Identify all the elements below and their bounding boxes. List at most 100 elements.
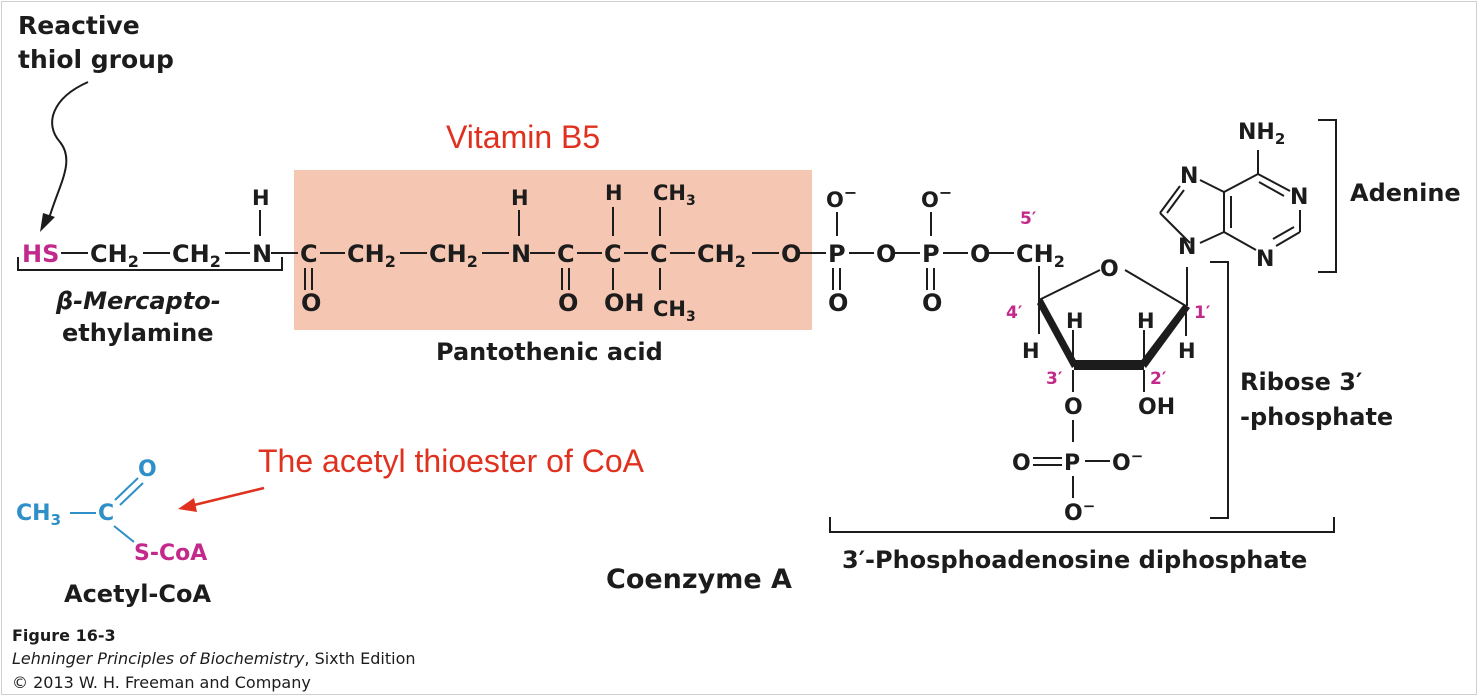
atom-o-minus: O− <box>1112 447 1143 476</box>
figure-source: Lehninger Principles of Biochemistry, Si… <box>12 649 416 668</box>
atom-n: N <box>1290 185 1308 210</box>
atom-oh: OH <box>604 289 645 317</box>
pantothenic-acid-highlight <box>294 170 812 330</box>
main-chain: HS CH2 CH2 N H C O CH2 CH2 N H C O C H O… <box>22 181 1065 325</box>
ribose-label-line2: -phosphate <box>1240 403 1393 431</box>
atom-h: H <box>1066 309 1084 333</box>
atom-o: O <box>781 240 801 268</box>
atom-c: C <box>98 501 114 526</box>
atom-p: P <box>1064 451 1080 476</box>
atom-h: H <box>511 186 529 210</box>
atom-c: C <box>300 240 318 268</box>
mercapto-label-line1: β-Mercapto- <box>55 287 221 315</box>
atom-hs: HS <box>22 240 59 268</box>
reactive-thiol-label-line2: thiol group <box>18 45 174 74</box>
reactive-thiol-arrow <box>47 81 89 223</box>
atom-o: O <box>970 240 990 268</box>
atom-o-minus: O− <box>921 183 952 212</box>
atom-ch2: CH2 <box>697 240 746 271</box>
ribose-wedge-left <box>1037 298 1078 368</box>
atom-s-coa: S-CoA <box>134 541 207 566</box>
atom-o-minus: O− <box>826 183 857 212</box>
position-4-prime: 4′ <box>1006 303 1023 323</box>
reactive-thiol-arrowhead <box>40 213 55 232</box>
figure-copyright: © 2013 W. H. Freeman and Company <box>12 673 311 692</box>
bond <box>1124 269 1187 307</box>
bond <box>1258 181 1285 197</box>
atom-o: O <box>828 289 848 317</box>
atom-n: N <box>1180 164 1198 189</box>
atom-ch2: CH2 <box>347 240 396 271</box>
bond <box>119 482 144 506</box>
ribose-position-marks: 5′ 4′ 3′ 2′ 1′ <box>1006 209 1211 389</box>
adenine-ring: N N NH2 N N <box>1159 120 1308 272</box>
atom-ch2: CH2 <box>1016 240 1065 271</box>
pantothenic-acid-label: Pantothenic acid <box>436 338 663 366</box>
ribose-phosphate-bracket <box>1210 261 1229 519</box>
mercapto-bracket <box>17 257 283 271</box>
atom-h: H <box>1137 309 1155 333</box>
bond <box>1223 231 1257 251</box>
adenine-bracket <box>1318 119 1337 273</box>
atom-o-ring: O <box>1100 257 1119 282</box>
acetyl-annotation-arrow <box>189 486 265 508</box>
ribose-label-line1: Ribose 3′ <box>1240 368 1362 396</box>
bond <box>113 525 135 543</box>
bond <box>1199 179 1225 193</box>
bond <box>1257 173 1291 192</box>
papd-label: 3′-Phosphoadenosine diphosphate <box>842 546 1307 574</box>
ribose-wedge-right <box>1140 304 1190 368</box>
atom-ch2: CH2 <box>172 240 221 271</box>
atom-h: H <box>605 181 623 205</box>
position-3-prime: 3′ <box>1046 369 1063 389</box>
atom-o: O <box>922 289 942 317</box>
mercapto-label-line2: ethylamine <box>62 319 214 347</box>
acetyl-coa-label: Acetyl-CoA <box>64 580 211 608</box>
atom-o: O <box>301 289 321 317</box>
bond <box>1272 226 1295 240</box>
papd-bracket <box>829 517 1335 533</box>
atom-ch2: CH2 <box>90 240 139 271</box>
atom-c: C <box>557 240 575 268</box>
atom-n: N <box>1256 247 1274 272</box>
acetyl-coa-structure: CH3 C O S-CoA <box>16 457 207 566</box>
reactive-thiol-label-line1: Reactive <box>18 11 140 40</box>
adenine-label: Adenine <box>1350 179 1461 207</box>
position-1-prime: 1′ <box>1194 303 1211 323</box>
atom-o: O <box>558 289 578 317</box>
atom-o-minus: O− <box>1064 497 1095 526</box>
acetyl-annotation-arrowhead <box>178 498 197 512</box>
atom-c: C <box>604 240 622 268</box>
atom-ch2: CH2 <box>429 240 478 271</box>
bond <box>1199 231 1225 244</box>
atom-nh2: NH2 <box>1238 120 1285 148</box>
atom-n: N <box>511 240 531 268</box>
atom-ch3: CH3 <box>653 181 696 209</box>
atom-c: C <box>650 240 668 268</box>
atom-o: O <box>1012 451 1031 476</box>
bond <box>1038 269 1101 301</box>
atom-o: O <box>138 457 157 482</box>
ribose-bold-bottom <box>1074 360 1144 370</box>
bond <box>1275 231 1301 247</box>
coenzyme-a-label: Coenzyme A <box>606 564 792 595</box>
atom-oh: OH <box>1138 395 1175 420</box>
vitamin-b5-label: Vitamin B5 <box>446 119 600 155</box>
bond <box>1159 212 1191 244</box>
atom-h: H <box>252 186 270 210</box>
bond <box>114 477 139 501</box>
atom-ch3: CH3 <box>16 501 61 529</box>
bond <box>1166 189 1185 214</box>
atom-o: O <box>876 240 896 268</box>
atom-ch3: CH3 <box>653 297 696 325</box>
acetyl-thioester-annotation: The acetyl thioester of CoA <box>258 443 645 479</box>
atom-p: P <box>922 240 940 268</box>
atom-o: O <box>1064 395 1083 420</box>
atom-h: H <box>1178 339 1196 363</box>
ribose-ring: O H H H H O OH O P O− O− <box>1012 257 1196 526</box>
figure-number: Figure 16-3 <box>12 626 116 645</box>
atom-h: H <box>1022 339 1040 363</box>
